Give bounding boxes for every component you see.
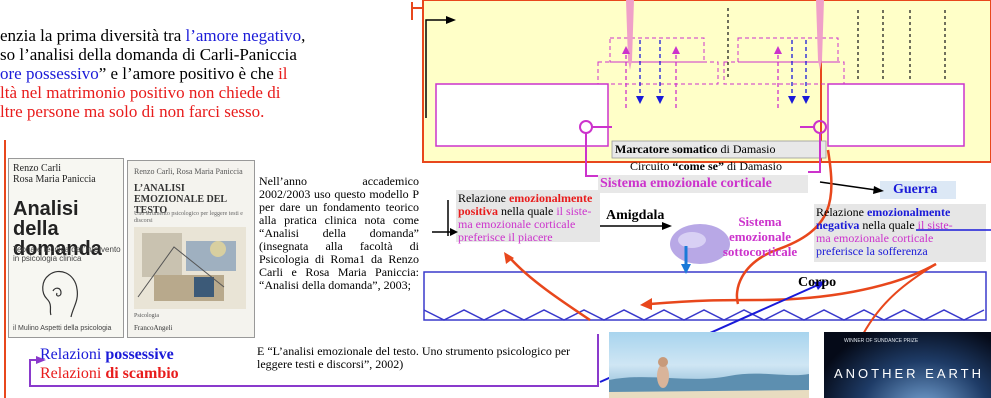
book2-authors: Renzo Carli, Rosa Maria Paniccia <box>134 167 243 176</box>
right-inner-box <box>827 83 965 147</box>
book2-publisher: FrancoAngeli <box>134 324 173 332</box>
book1-title: Analisi della domanda <box>13 198 102 260</box>
head-profile-icon <box>42 270 78 318</box>
book-cover-analisi-domanda: Renzo Carli Rosa Maria Paniccia Analisi … <box>8 158 124 338</box>
positive-relation-text: Relazione emozionalmente positiva nella … <box>458 191 593 244</box>
negative-love-link: l’amore negativo <box>185 26 302 45</box>
description-second-line: E “L’analisi emozionale del testo. Uno s… <box>257 344 571 371</box>
relations-exchange: Relazioni di scambio <box>40 365 179 382</box>
intro-line-3: ore possessivo” e l’amore positivo è che… <box>0 64 288 83</box>
amygdala-label: Amigdala <box>606 208 665 223</box>
book-cover-analisi-emozionale: Renzo Carli, Rosa Maria Paniccia L’ANALI… <box>127 160 255 338</box>
book1-publisher: il Mulino Aspetti della psicologia <box>13 325 112 332</box>
red-arrow-1 <box>735 149 833 305</box>
still-caption: WINNER OF SUNDANCE PRIZE <box>844 338 919 344</box>
relations-bracket <box>29 334 599 387</box>
cortical-system-box <box>598 175 808 193</box>
abstract-painting-icon <box>134 227 246 309</box>
war-box <box>880 181 956 199</box>
description-paragraph: Nell’anno accademico 2002/2003 uso quest… <box>259 174 419 292</box>
pink-spindle-right <box>816 0 824 70</box>
intro-line-1: enzia la prima diversità tra l’amore neg… <box>0 26 306 45</box>
intro-line-5: ltre persone ma solo di non farci sesso. <box>0 102 265 121</box>
intro-line-2: so l’analisi della domanda di Carli-Pani… <box>0 45 297 64</box>
book2-subtitle: Uno strumento psicologico per leggere te… <box>134 211 243 224</box>
body-label: Corpo <box>798 275 837 290</box>
book1-authors: Renzo Carli Rosa Maria Paniccia <box>13 163 96 185</box>
somatic-marker-box <box>611 140 827 159</box>
circuit-label: Circuito “come se” di Damasio <box>630 159 782 173</box>
war-label: Guerra <box>893 182 938 197</box>
book2-title: L’ANALISI EMOZIONALE DEL TESTO <box>134 183 227 216</box>
positive-relation-box <box>456 190 600 242</box>
book2-series: Psicologia <box>134 313 159 319</box>
subcortical-system-label: Sistema emozionale sottocorticale <box>722 214 798 259</box>
movie-still-left <box>609 332 809 398</box>
relations-list: Relazioni possessive Relazioni di scambi… <box>40 345 179 383</box>
intro-line-4: ltà nel matrimonio positivo non chiede d… <box>0 83 281 102</box>
beach-scene-icon <box>609 357 809 398</box>
left-inner-box <box>435 83 609 147</box>
movie-still-right: WINNER OF SUNDANCE PRIZE ANOTHER EARTH <box>824 332 991 398</box>
negative-relation-text: Relazione emozionalmente negativa nella … <box>816 205 953 258</box>
cortical-system-label: Sistema emozionale corticale <box>600 176 772 191</box>
relations-possessive: Relazioni possessive <box>40 346 174 363</box>
negative-relation-box <box>814 204 986 262</box>
intro-paragraph: enzia la prima diversità tra l’amore neg… <box>0 26 410 121</box>
still-title: ANOTHER EARTH <box>834 366 984 381</box>
book1-subtitle: Teoria e tecnica dell’intervento in psic… <box>13 245 121 263</box>
somatic-marker-label: Marcatore somatico di Damasio <box>615 142 776 156</box>
